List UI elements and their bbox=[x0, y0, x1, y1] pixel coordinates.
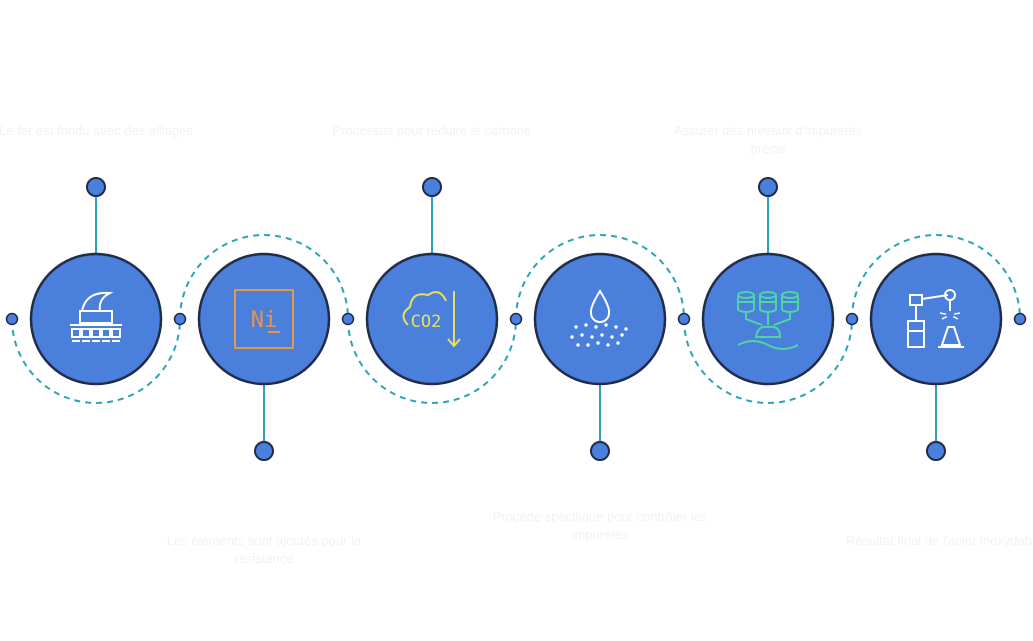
droplet-spray-icon bbox=[570, 289, 628, 347]
dashed-path bbox=[11, 234, 1021, 404]
connector-dot bbox=[86, 177, 106, 197]
path-dots bbox=[5, 312, 1027, 326]
dashed-arc bbox=[683, 318, 853, 404]
connector-dot bbox=[422, 177, 442, 197]
step-title: Fusion de l'acier bbox=[29, 92, 163, 111]
step-node bbox=[701, 252, 835, 386]
step-node bbox=[869, 252, 1003, 386]
dashed-arc bbox=[515, 234, 685, 320]
nickel-symbol: Ni bbox=[251, 308, 278, 333]
dashed-arc bbox=[11, 318, 181, 404]
path-dot bbox=[173, 312, 187, 326]
step-description: Assurer des niveaux d'impuretés précis bbox=[673, 123, 863, 156]
path-dot bbox=[1013, 312, 1027, 326]
step-title: Initiation de la décarburation bbox=[374, 68, 490, 111]
connector-lines bbox=[86, 177, 946, 461]
step-description: Processus pour réduire le carbone bbox=[332, 123, 532, 138]
path-dot bbox=[677, 312, 691, 326]
step-node bbox=[29, 252, 163, 386]
step-circle bbox=[869, 252, 1003, 386]
dashed-arc bbox=[851, 234, 1021, 320]
dashed-arc bbox=[179, 234, 349, 320]
path-dot bbox=[5, 312, 19, 326]
step-title: Acier inoxydable de haute qualité bbox=[838, 478, 1033, 521]
furnace-icon bbox=[70, 291, 122, 342]
step-node: CO2 bbox=[365, 252, 499, 386]
step-label: Fusion de l'acier Le fer est fondu avec d… bbox=[0, 90, 206, 140]
step-description: Procédé spécifique pour contrôler les im… bbox=[492, 509, 708, 542]
step-title: Procédé AOD bbox=[545, 478, 655, 497]
nickel-element-icon: Ni bbox=[234, 289, 294, 349]
step-circle bbox=[197, 252, 331, 386]
step-title: Introduction du Chrome et du Nickel bbox=[157, 478, 371, 521]
step-title: Niveaux d'impuretés contrôlés bbox=[685, 68, 851, 111]
path-dot bbox=[845, 312, 859, 326]
impurity-control-icon bbox=[737, 291, 799, 350]
robot-arm-icon bbox=[907, 289, 964, 348]
step-description: Les éléments sont ajoutés pour la résist… bbox=[166, 533, 362, 566]
step-circle bbox=[365, 252, 499, 386]
step-description: Le fer est fondu avec des alliages bbox=[0, 123, 193, 138]
step-circle bbox=[29, 252, 163, 386]
connector-dot bbox=[926, 441, 946, 461]
path-dot bbox=[509, 312, 523, 326]
step-node: Ni bbox=[197, 252, 331, 386]
step-node bbox=[533, 252, 667, 386]
steps-group: Ni CO2 bbox=[29, 252, 1003, 386]
co2-reduction-icon: CO2 bbox=[402, 291, 461, 348]
step-circle bbox=[533, 252, 667, 386]
step-label: Procédé AOD Procédé spécifique pour contr… bbox=[490, 476, 710, 544]
connector-dot bbox=[254, 441, 274, 461]
path-dot bbox=[341, 312, 355, 326]
step-description: Résultat final de l'acier inoxydable bbox=[845, 533, 1033, 548]
connector-dot bbox=[590, 441, 610, 461]
connector-dot bbox=[758, 177, 778, 197]
dashed-arc bbox=[347, 318, 517, 404]
co2-label: CO2 bbox=[411, 312, 442, 332]
